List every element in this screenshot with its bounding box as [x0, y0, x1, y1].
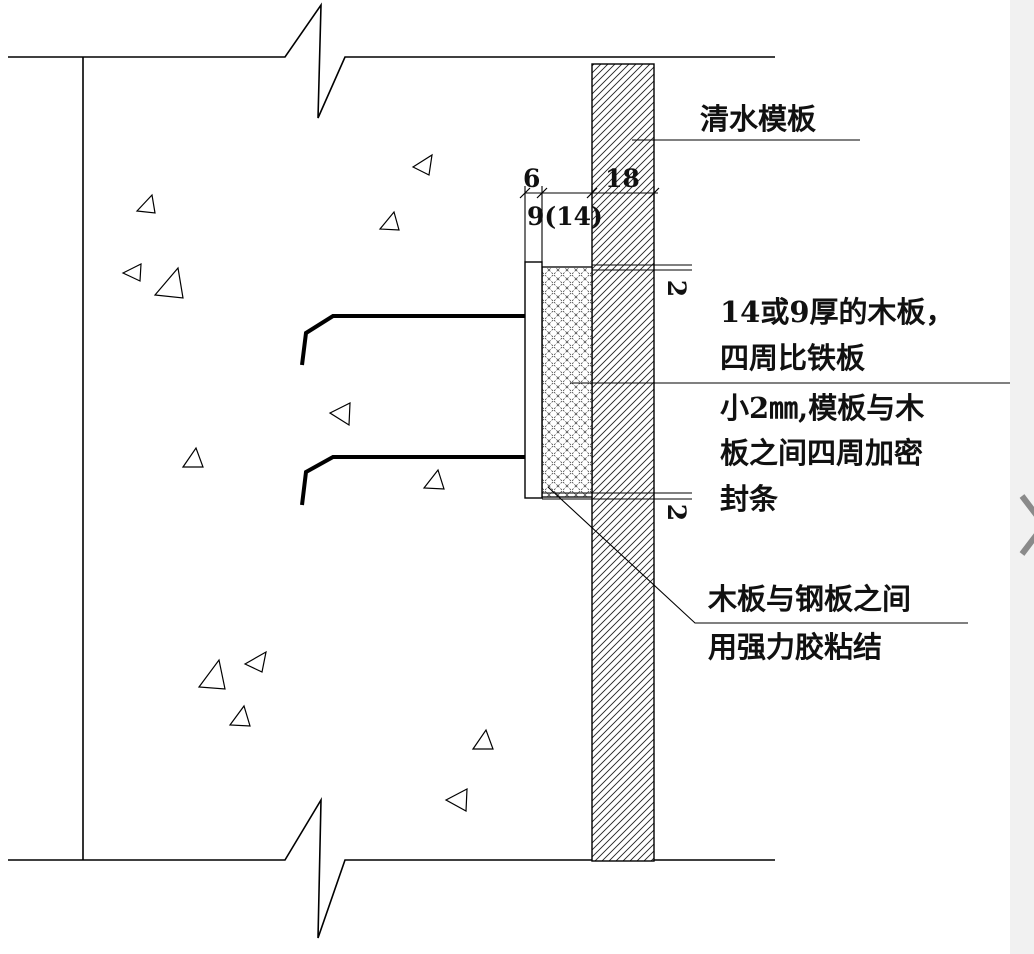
aggregate-triangles [121, 153, 494, 812]
wood-board-note-line-5: 封条 [720, 482, 779, 516]
next-image-button[interactable] [1010, 490, 1034, 560]
wooden-board [541, 266, 593, 498]
formwork-label: 清水模板 [700, 102, 817, 136]
wood-board-note-line-4: 板之间四周加密 [720, 436, 924, 470]
wood-board-note-line-3: 小2㎜,模板与木 [720, 391, 925, 425]
anchor-bar-bottom [300, 455, 525, 506]
dimension-ticks-top [519, 187, 660, 199]
dimension-6-label: 6 [523, 164, 541, 193]
dimension-2-bottom-label: 2 [662, 503, 692, 522]
drawing-sheet [0, 0, 1010, 954]
top-break-line [8, 2, 775, 119]
bottom-break-line [8, 797, 775, 939]
glue-note-line-1: 木板与钢板之间 [708, 582, 912, 616]
anchor-bar-top [300, 314, 525, 366]
glue-note-line-2: 用强力胶粘结 [708, 630, 883, 664]
dimension-2-top-label: 2 [662, 279, 692, 298]
clear-water-formwork [591, 63, 655, 862]
wood-board-note-line-2: 四周比铁板 [720, 341, 866, 375]
leader-note2 [547, 486, 968, 624]
dimension-9-14-label: 9(14) [527, 202, 603, 231]
chevron-right-icon[interactable] [1010, 490, 1034, 560]
dimension-18-label: 18 [605, 164, 640, 193]
steel-plate [524, 261, 543, 499]
wood-board-note-line-1: 14或9厚的木板， [720, 295, 955, 329]
